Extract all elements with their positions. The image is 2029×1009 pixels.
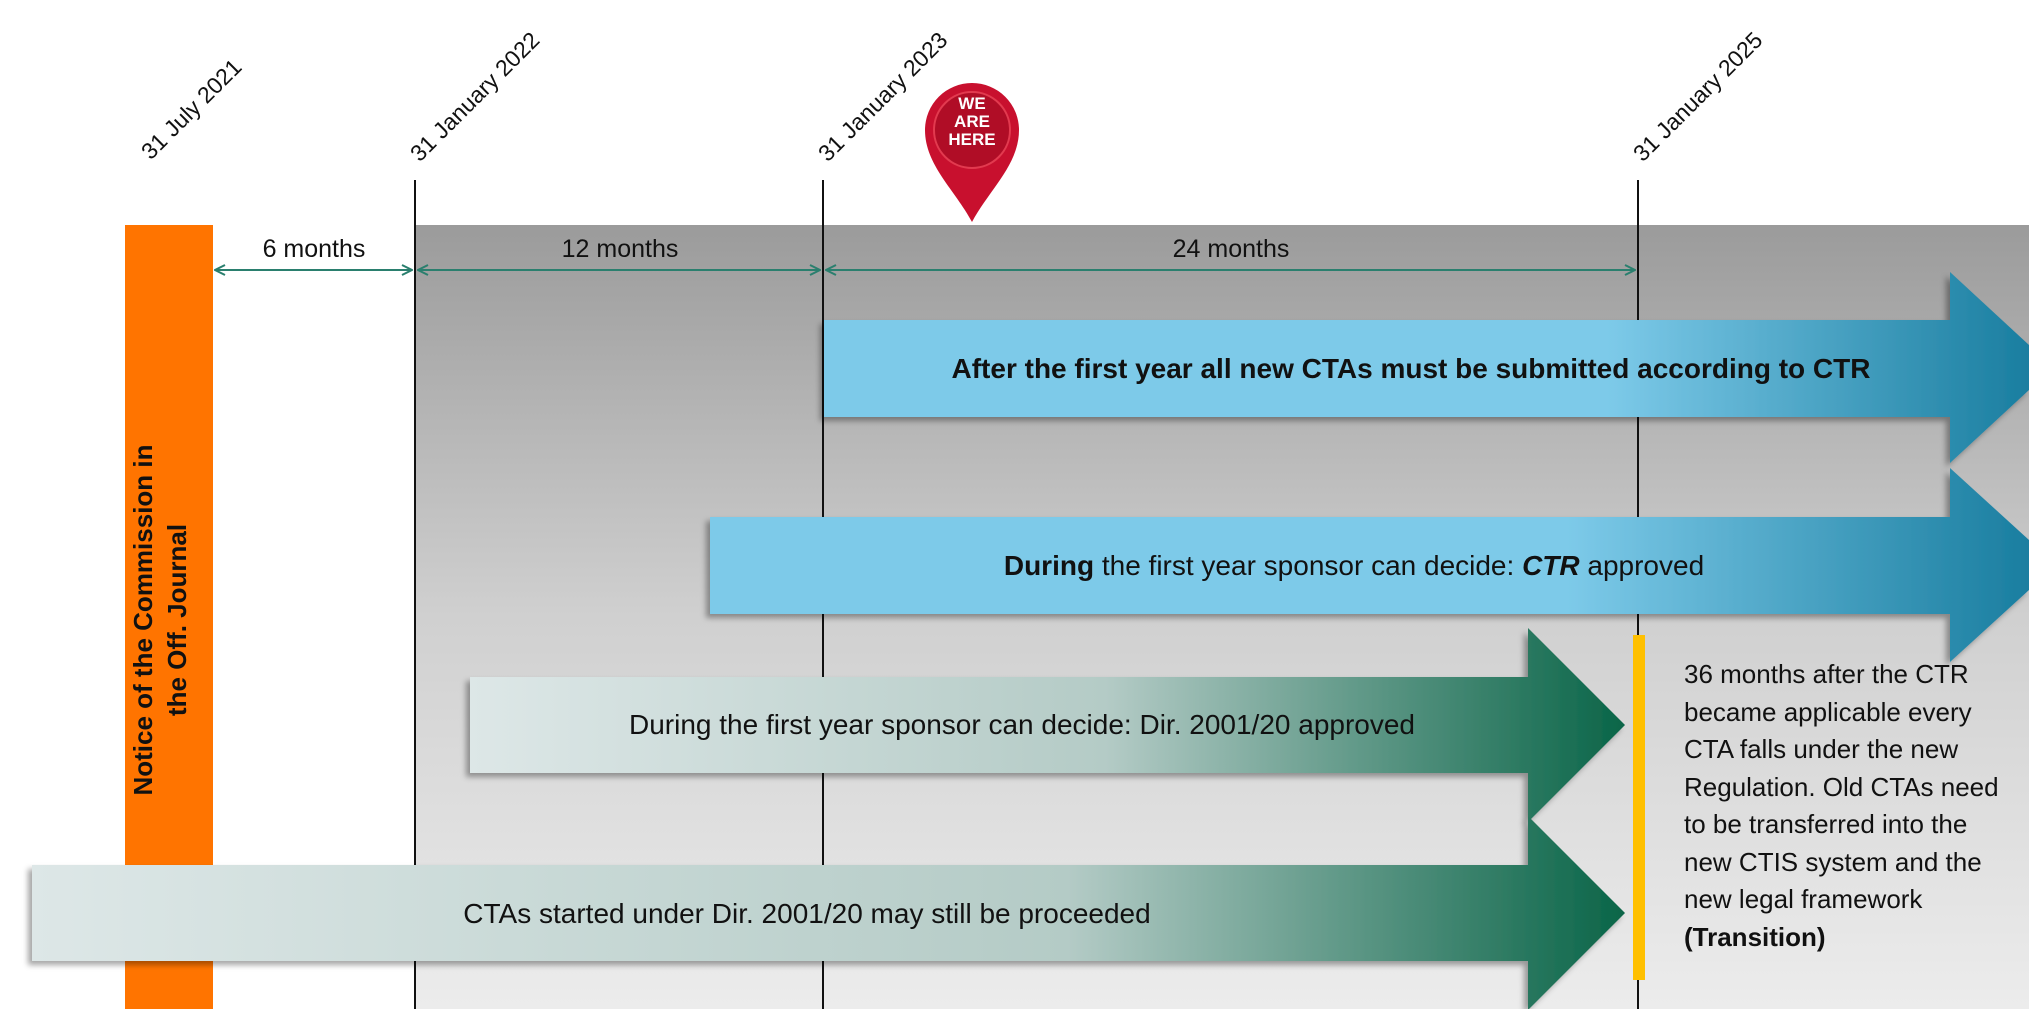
dir-during-arrow [470, 628, 1625, 822]
ctr-during-text: During the first year sponsor can decide… [1004, 550, 1704, 582]
marker-line-1: WE [958, 94, 986, 113]
dir-proceeded-arrow [32, 816, 1625, 1009]
notice-line-2: the Off. Journal [162, 523, 192, 717]
marker-line-2: ARE [954, 112, 990, 131]
transition-note-emph: (Transition) [1684, 921, 1826, 952]
duration-label-6-months: 6 months [262, 235, 366, 263]
dir-during-text: During the first year sponsor can decide… [628, 709, 1416, 740]
transition-note-text: 36 months after the CTR became applicabl… [1684, 659, 1999, 914]
we-are-here-marker [925, 83, 1019, 222]
ctr-after-first-year-arrow [824, 272, 2029, 463]
duration-label-24-months: 24 months [1172, 235, 1290, 263]
marker-line-3: HERE [948, 130, 996, 149]
ctr-during-tail: approved [1579, 550, 1705, 581]
we-are-here-label: WE ARE HERE [948, 95, 995, 149]
ctr-after-first-year-text: After the first year all new CTAs must b… [951, 353, 1871, 384]
transition-bar [1633, 635, 1645, 980]
ctr-during-lead: During [1003, 550, 1095, 581]
ctr-during-emph: CTR [1522, 550, 1580, 581]
transition-note: 36 months after the CTR became applicabl… [1684, 656, 2014, 956]
ctr-during-middle: the first year sponsor can decide: [1094, 550, 1523, 581]
notice-text: Notice of the Commission in the Off. Jou… [126, 360, 194, 880]
ctr-during-arrow [710, 468, 2029, 662]
notice-line-1: Notice of the Commission in [128, 444, 158, 796]
dir-proceeded-text: CTAs started under Dir. 2001/20 may stil… [463, 898, 1151, 929]
duration-label-12-months: 12 months [561, 235, 679, 263]
